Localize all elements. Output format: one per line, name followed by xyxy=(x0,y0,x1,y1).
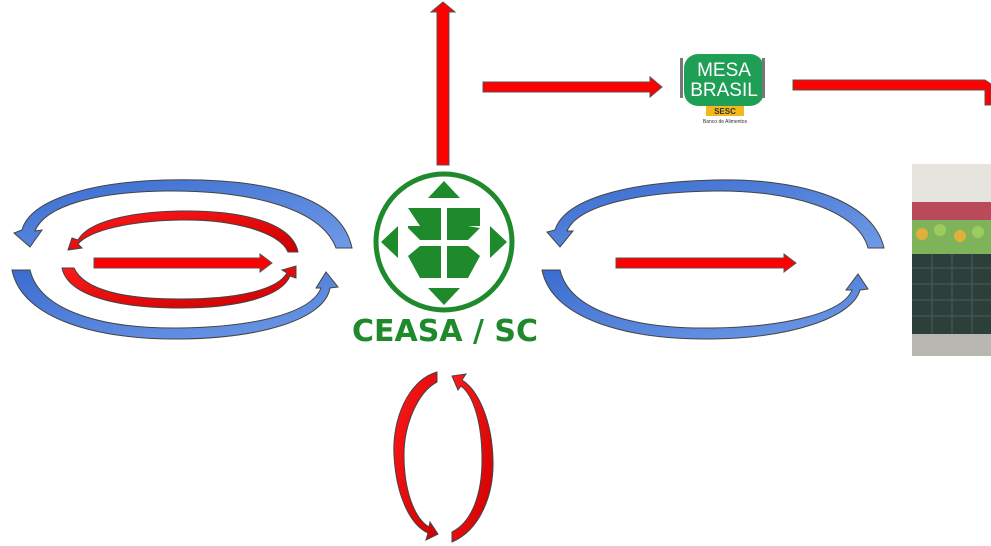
ceasa-logo-icon xyxy=(373,171,515,313)
left-inner-cycle xyxy=(61,210,299,309)
brasil-text: BRASIL xyxy=(690,80,758,101)
mesa-text: MESA xyxy=(697,60,751,81)
left-horizontal-arrow xyxy=(93,253,273,273)
right-horizontal-arrow xyxy=(615,253,797,273)
arrow-to-mesa-brasil xyxy=(482,75,663,99)
bottom-cycle xyxy=(393,371,494,543)
mesa-brasil-logo-icon: MESA BRASIL SESC Banco de Alimentos xyxy=(680,54,765,125)
sesc-text: SESC xyxy=(714,107,736,116)
mesa-tagline: Banco de Alimentos xyxy=(703,119,748,125)
ceasa-label: CEASA / SC xyxy=(351,314,539,349)
market-produce-photo xyxy=(912,164,991,356)
arrow-up-from-ceasa xyxy=(429,1,457,166)
left-outer-cycle xyxy=(11,179,353,340)
right-outer-cycle xyxy=(541,179,885,340)
arrow-from-mesa-brasil xyxy=(792,79,991,106)
